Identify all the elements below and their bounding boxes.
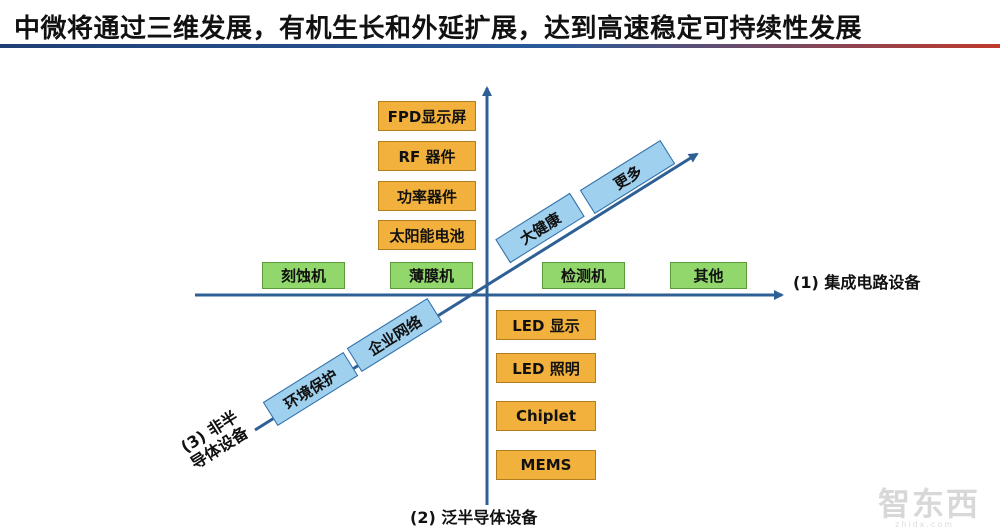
box-mems: MEMS [496, 450, 596, 480]
box-led-lighting: LED 照明 [496, 353, 596, 383]
box-rf: RF 器件 [378, 141, 476, 171]
box-other: 其他 [670, 262, 747, 289]
box-thin-film: 薄膜机 [390, 262, 473, 289]
page-title: 中微将通过三维发展，有机生长和外延扩展，达到高速稳定可持续性发展 [14, 14, 863, 44]
box-chiplet: Chiplet [496, 401, 596, 431]
box-power: 功率器件 [378, 181, 476, 211]
watermark-url: zhidx.com [895, 520, 954, 529]
box-etch: 刻蚀机 [262, 262, 345, 289]
box-fpd: FPD显示屏 [378, 101, 476, 131]
box-solar: 太阳能电池 [378, 220, 476, 250]
y-axis-label: (2) 泛半导体设备 [410, 508, 538, 527]
title-divider [0, 44, 1000, 48]
box-inspection: 检测机 [542, 262, 625, 289]
box-led-display: LED 显示 [496, 310, 596, 340]
watermark-logo: 智东西 [877, 485, 980, 523]
x-axis-label: (1) 集成电路设备 [793, 273, 921, 292]
